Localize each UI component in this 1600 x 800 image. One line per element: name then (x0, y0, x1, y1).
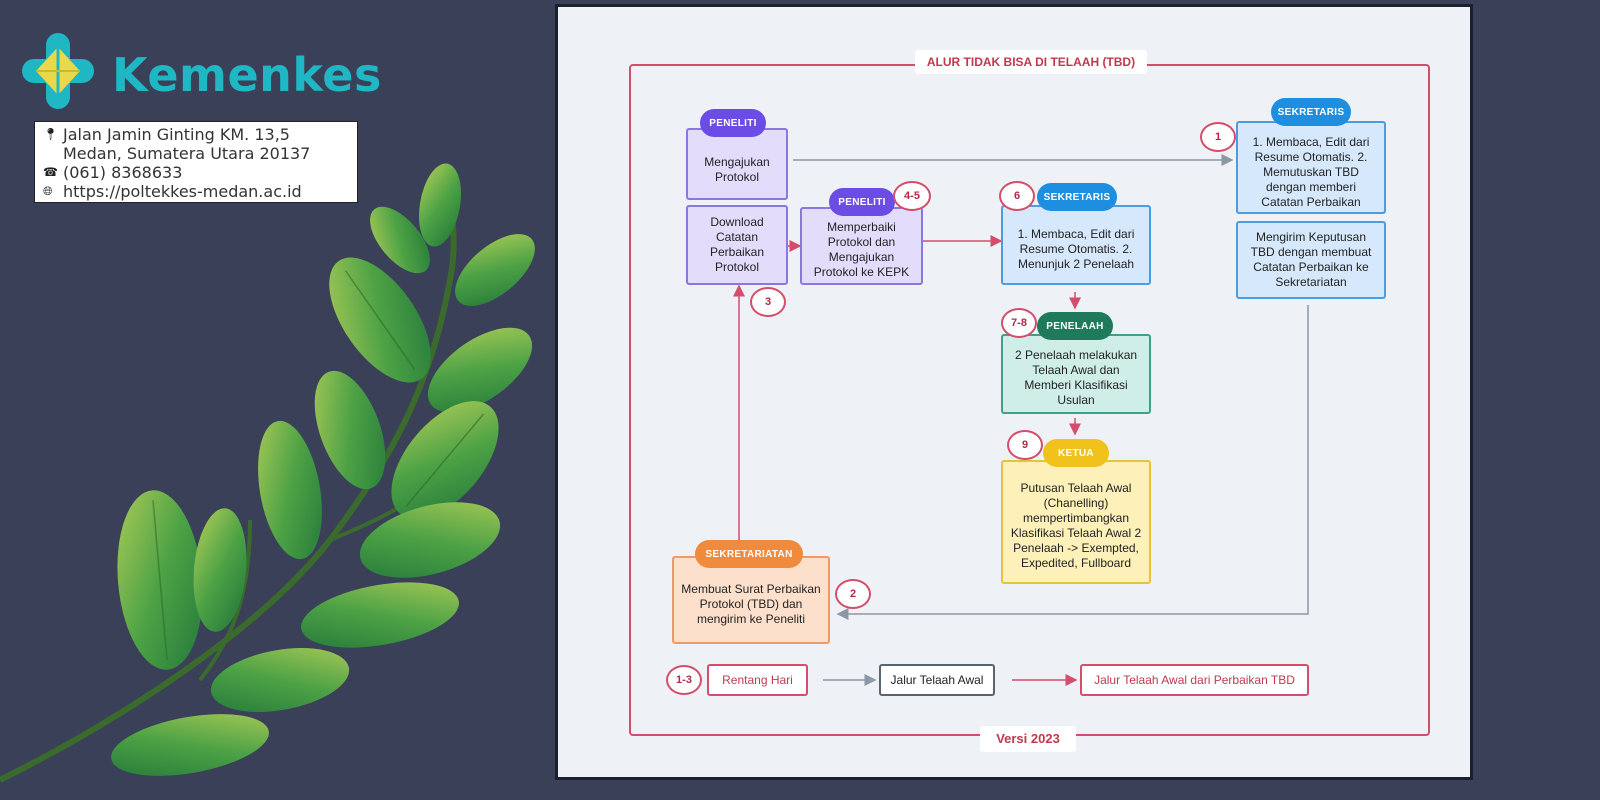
globe-icon: 🌐︎ (43, 184, 53, 198)
legend-day-badge: 1-3 (666, 665, 702, 695)
node-peneliti-revise: Memperbaiki Protokol dan Mengajukan Prot… (800, 207, 923, 285)
role-sekretariatan: SEKRETARIATAN (695, 540, 803, 568)
legend-rentang-hari: Rentang Hari (707, 664, 808, 696)
day-badge-7-8: 7-8 (1001, 308, 1037, 338)
day-badge-2: 2 (835, 579, 871, 609)
address-row: 📍︎ Jalan Jamin Ginting KM. 13,5 (43, 125, 349, 144)
day-badge-4-5: 4-5 (893, 181, 931, 211)
day-badge-1: 1 (1200, 122, 1236, 152)
day-badge-6: 6 (999, 181, 1035, 211)
node-ketua: Putusan Telaah Awal (Chanelling) mempert… (1001, 460, 1151, 584)
phone-number: (061) 8368633 (63, 163, 183, 182)
node-mengirim-keputusan: Mengirim Keputusan TBD dengan membuat Ca… (1236, 221, 1386, 299)
brand-name: Kemenkes (112, 48, 382, 102)
location-pin-icon: 📍︎ (43, 127, 59, 141)
address-line2: Medan, Sumatera Utara 20137 (63, 144, 311, 163)
role-penelaah: PENELAAH (1037, 312, 1113, 340)
phone-icon: ☎ (43, 165, 58, 179)
version-label: Versi 2023 (980, 726, 1076, 752)
node-download-catatan: Download Catatan Perbaikan Protokol (686, 205, 788, 285)
contact-box: 📍︎ Jalan Jamin Ginting KM. 13,5 Medan, S… (34, 121, 358, 203)
node-peneliti-submit: Mengajukan Protokol (686, 128, 788, 200)
role-peneliti-1: PENELITI (700, 109, 766, 137)
role-sekretaris-6: SEKRETARIS (1037, 183, 1117, 211)
address-line1: Jalan Jamin Ginting KM. 13,5 (63, 125, 290, 144)
website-link[interactable]: https://poltekkes-medan.ac.id (63, 182, 302, 201)
role-sekretaris-1: SEKRETARIS (1271, 98, 1351, 126)
role-peneliti-2: PENELITI (829, 188, 895, 216)
legend-jalur-perbaikan: Jalur Telaah Awal dari Perbaikan TBD (1080, 664, 1309, 696)
diagram-title: ALUR TIDAK BISA DI TELAAH (TBD) (915, 50, 1147, 74)
phone-row: ☎ (061) 8368633 (43, 163, 349, 182)
node-sekretaris-decide: 1. Membaca, Edit dari Resume Otomatis. 2… (1236, 121, 1386, 214)
day-badge-3: 3 (750, 287, 786, 317)
role-ketua: KETUA (1043, 439, 1109, 467)
legend-jalur-telaah-awal: Jalur Telaah Awal (879, 664, 995, 696)
kemenkes-logo-icon (22, 33, 94, 109)
node-sekretariatan: Membuat Surat Perbaikan Protokol (TBD) d… (672, 556, 830, 644)
arrow-sekretaris-to-sekretariatan (836, 305, 1309, 620)
day-badge-9: 9 (1007, 430, 1043, 460)
node-sekretaris-assign: 1. Membaca, Edit dari Resume Otomatis. 2… (1001, 205, 1151, 285)
leaf-branch-illustration (0, 163, 535, 783)
node-penelaah: 2 Penelaah melakukan Telaah Awal dan Mem… (1001, 334, 1151, 414)
address-row-2: Medan, Sumatera Utara 20137 (43, 144, 349, 163)
website-row: 🌐︎ https://poltekkes-medan.ac.id (43, 182, 349, 201)
